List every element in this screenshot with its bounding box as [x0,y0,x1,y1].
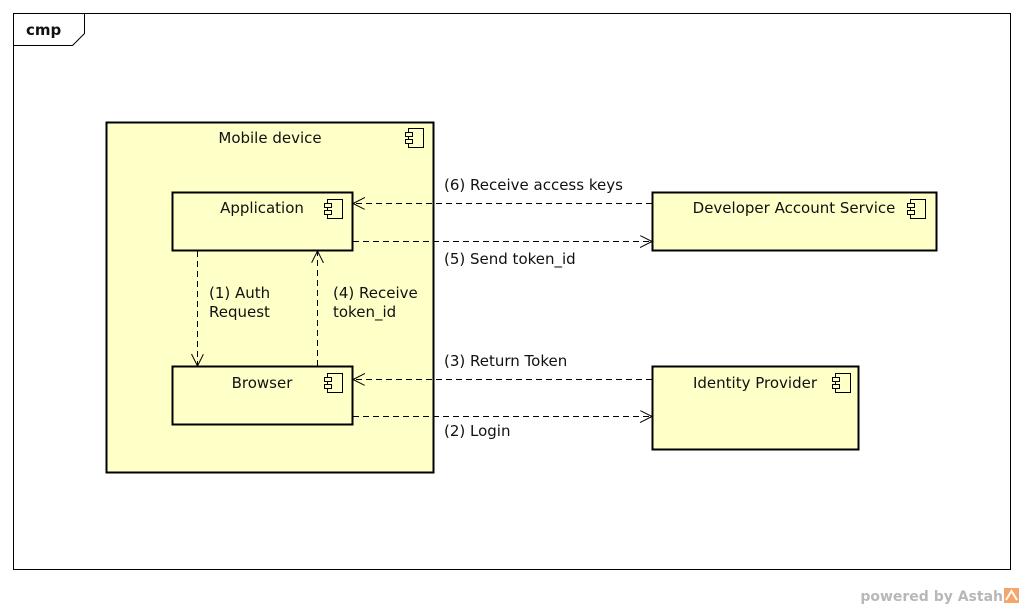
browser-label: Browser [232,374,294,392]
watermark-brand: Astah [958,589,1003,605]
receive-access-keys-label: (6) Receive access keys [444,176,623,194]
edge-receive-access-keys: (6) Receive access keys [353,176,652,204]
svg-text:powered by Astah: powered by Astah [860,589,1003,605]
receive-token-id-label-line2: token_id [333,303,396,322]
component-icon [324,199,343,219]
identity-provider-component[interactable]: Identity Provider [651,365,860,451]
auth-request-label-line1: (1) Auth [209,284,270,302]
edge-receive-token-id: (4) Receive token_id [318,251,418,366]
component-icon [907,199,926,219]
component-icon [405,128,424,148]
watermark: powered by Astah [860,588,1019,605]
mobile-device-label: Mobile device [218,129,321,147]
auth-request-label-line2: Request [209,303,270,321]
return-token-label: (3) Return Token [444,352,567,370]
login-label: (2) Login [444,422,510,440]
watermark-prefix: powered by [860,589,957,605]
frame-tab-label: cmp [26,21,62,39]
send-token-id-label: (5) Send token_id [444,250,576,269]
component-icon [324,373,343,393]
component-icon [832,373,851,393]
application-label: Application [220,199,304,217]
developer-account-service-component[interactable]: Developer Account Service [651,191,938,252]
receive-token-id-label-line1: (4) Receive [333,284,418,302]
edge-return-token: (3) Return Token [353,352,652,380]
identity-provider-label: Identity Provider [693,374,818,392]
edge-auth-request: (1) Auth Request [198,251,270,366]
application-component[interactable]: Application [171,191,354,252]
browser-component[interactable]: Browser [171,365,354,426]
astah-logo-icon [1004,588,1019,603]
developer-account-service-label: Developer Account Service [693,199,896,217]
edge-login: (2) Login [353,417,652,440]
edge-send-token-id: (5) Send token_id [353,242,652,269]
